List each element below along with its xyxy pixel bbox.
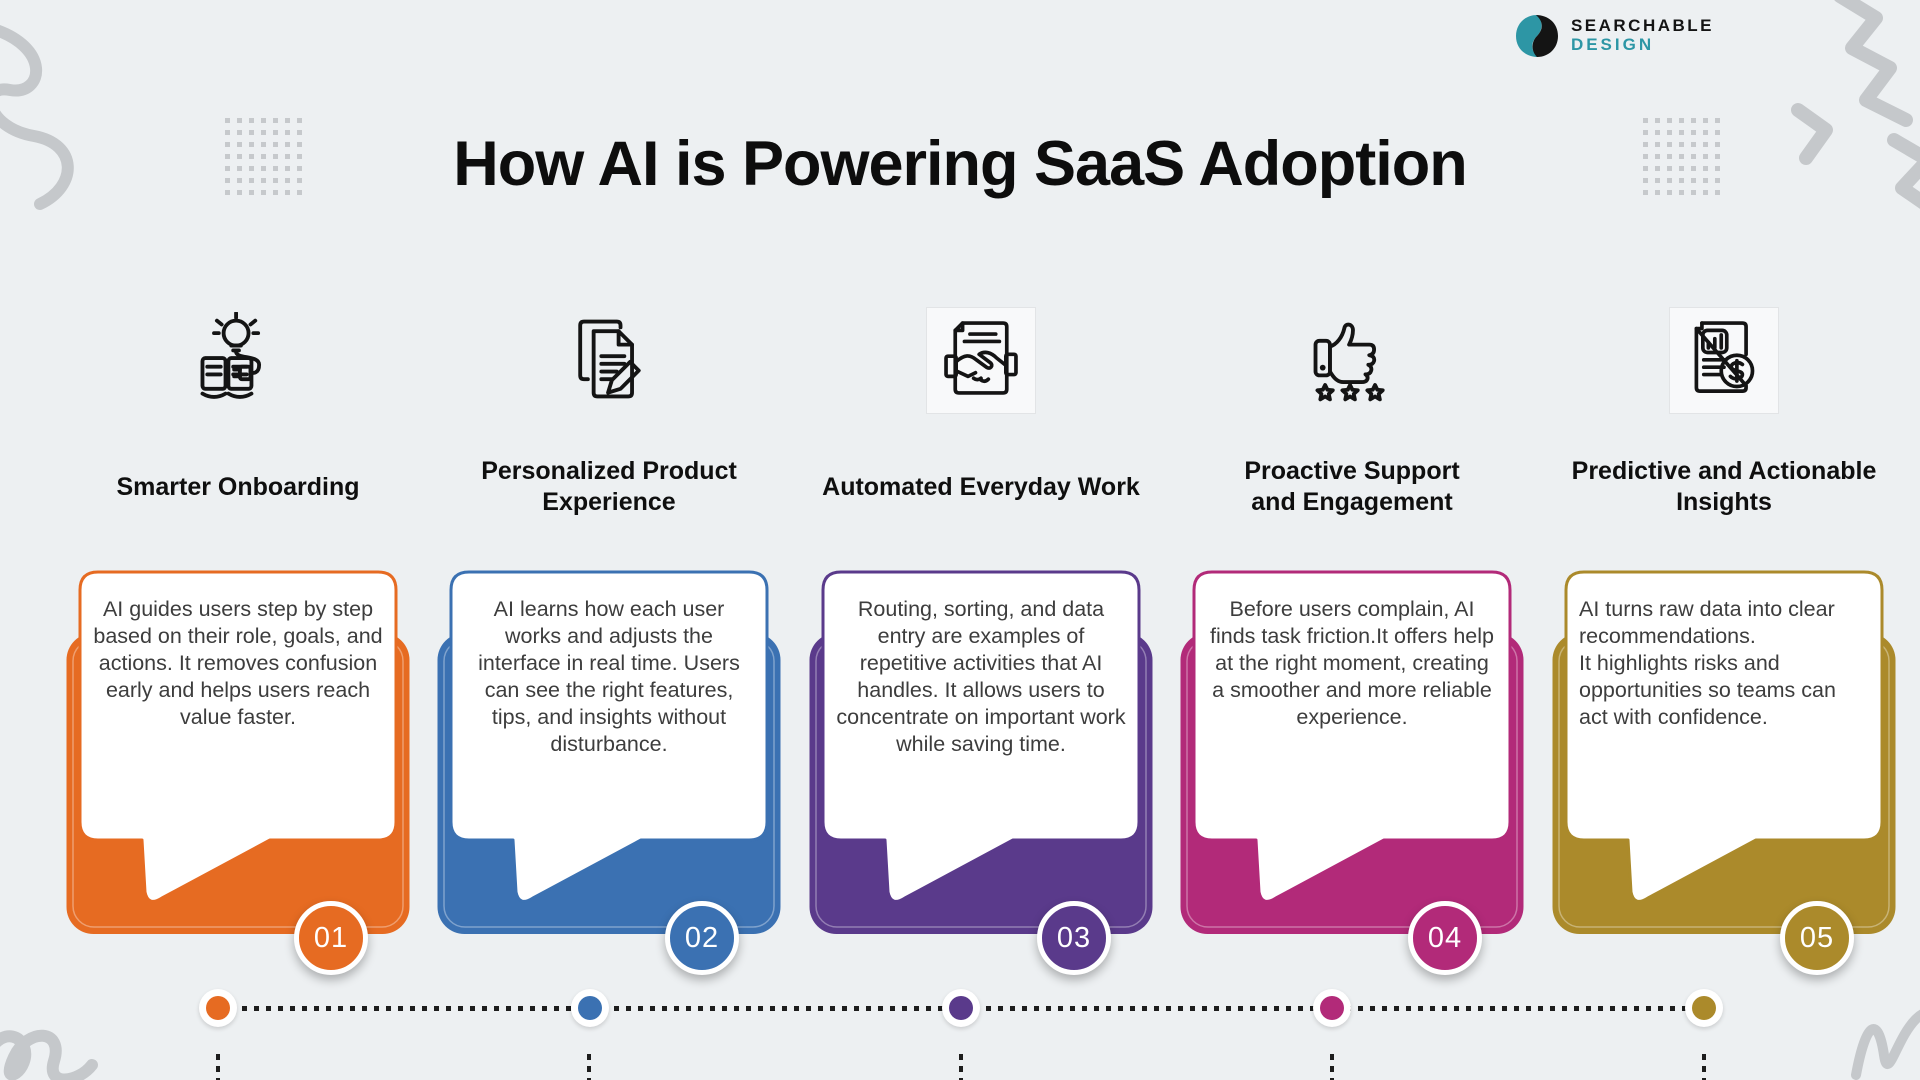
step-4-speech-bubble: Before users complain, AI finds task fri… [1180,570,1524,975]
step-5-icon-box [1552,306,1896,414]
timeline-dot-4 [1313,989,1351,1027]
brand-name-top: SEARCHABLE [1570,16,1714,36]
step-column-1: Smarter Onboarding AI guides users step … [66,308,410,1080]
dot-grid-left [225,118,302,195]
step-column-3: Automated Everyday Work Routing, sorting… [809,306,1153,1080]
step-4-number-badge: 04 [1408,901,1482,975]
step-1-heading: Smarter Onboarding [116,472,360,501]
logo-swirl-teal [1515,15,1542,57]
step-2-bubble-shape [437,570,781,934]
step-4-bubble-shape [1180,570,1524,934]
step-4-description: Before users complain, AI finds task fri… [1209,597,1494,730]
step-3-speech-bubble: Routing, sorting, and data entry are exa… [809,570,1153,975]
step-5-connector-line [1702,1054,1706,1080]
thumbs-up-stars-icon [1313,322,1385,402]
handshake-document-icon [944,320,1018,395]
step-2-connector-line [587,1054,591,1080]
step-5-bubble-shape [1552,570,1896,934]
step-5-icon-backplate [1669,306,1779,414]
step-column-5: Predictive and Actionable Insights AI tu… [1552,306,1896,1080]
page-title: How AI is Powering SaaS Adoption [453,129,1467,199]
chart-dollar-document-icon [1694,320,1755,393]
brand-logo: SEARCHABLE DESIGN [1513,12,1714,60]
step-3-icon-box [809,306,1153,414]
scribble-decoration-bottom-left [0,1029,98,1080]
step-3-bubble-shape [809,570,1153,934]
step-5-number-badge: 05 [1780,901,1854,975]
step-1-icon-box [66,308,410,412]
step-4-heading: Proactive Support and Engagement [1244,457,1460,516]
step-5-speech-bubble: AI turns raw data into clear recommendat… [1552,570,1896,975]
timeline-dot-1 [199,989,237,1027]
step-3-connector-line [959,1054,963,1080]
step-1-connector-line [216,1054,220,1080]
timeline-dot-3 [942,989,980,1027]
dot-grid-right [1643,118,1720,195]
step-2-icon-box [437,308,781,412]
step-4-connector-line [1330,1054,1334,1080]
step-2-heading: Personalized Product Experience [481,457,737,516]
logo-swirl-black [1532,15,1558,57]
scribble-decoration-top-left [0,25,74,210]
step-5-description: AI turns raw data into clear recommendat… [1579,597,1836,730]
step-1-description: AI guides users step by step based on th… [93,597,383,730]
step-2-description: AI learns how each user works and adjust… [478,597,740,757]
step-column-2: Personalized Product Experience AI learn… [437,308,781,1080]
step-1-number-badge: 01 [294,901,368,975]
document-edit-icon [578,319,641,399]
step-5-heading: Predictive and Actionable Insights [1571,457,1877,516]
step-1-speech-bubble: AI guides users step by step based on th… [66,570,410,975]
zigzag-decoration-top-right [1791,0,1920,209]
step-4-icon-box [1180,308,1524,412]
step-1-bubble-shape [66,570,410,934]
step-3-icon-backplate [926,306,1036,414]
book-lightbulb-plug-icon [200,312,262,399]
step-2-number-badge: 02 [665,901,739,975]
scribble-decoration-bottom-right [1851,1010,1920,1080]
step-3-heading: Automated Everyday Work [822,472,1140,501]
step-2-speech-bubble: AI learns how each user works and adjust… [437,570,781,975]
brand-name-bottom: DESIGN [1570,35,1655,54]
step-column-4: Proactive Support and Engagement Before … [1180,308,1524,1080]
timeline-dot-2 [571,989,609,1027]
yin-yang-s-logo-icon [1515,15,1558,57]
timeline-dot-5 [1685,989,1723,1027]
step-3-description: Routing, sorting, and data entry are exa… [836,597,1126,757]
step-3-number-badge: 03 [1037,901,1111,975]
